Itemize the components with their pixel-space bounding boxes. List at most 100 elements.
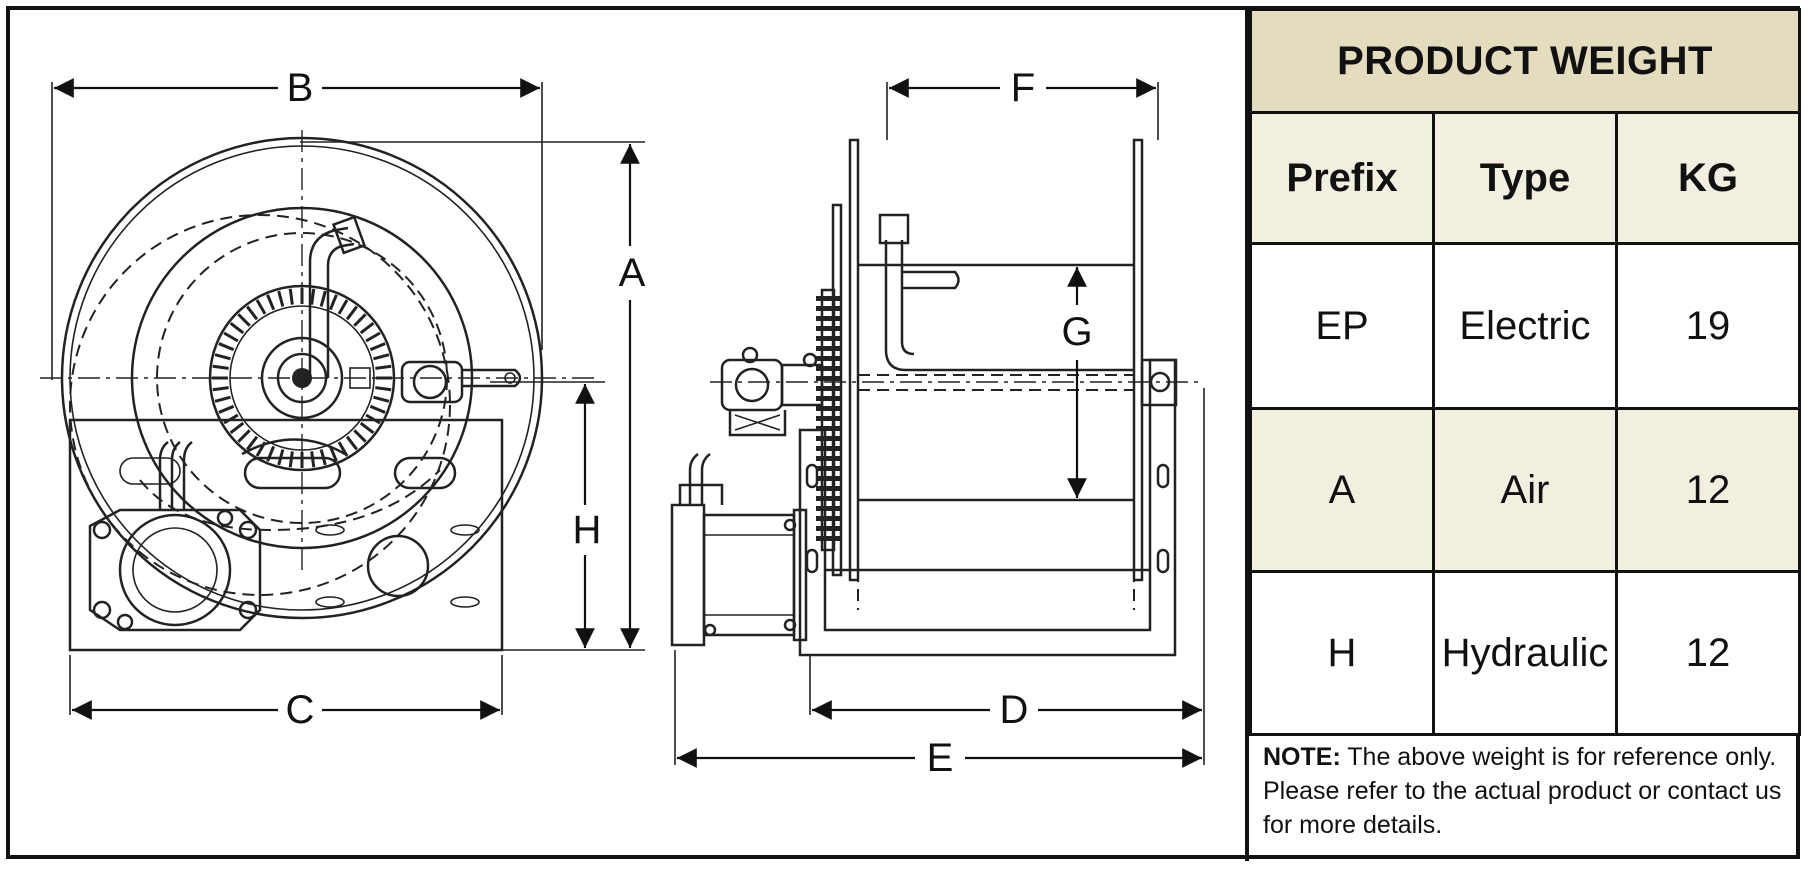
dim-label-c: C [286, 688, 315, 732]
gear-tooth [337, 299, 349, 315]
cell-kg: 12 [1615, 407, 1801, 573]
cell-kg: 12 [1615, 570, 1801, 736]
cell-prefix: EP [1249, 242, 1435, 410]
note-text: The above weight is for reference only. … [1263, 743, 1782, 839]
gear-tooth [816, 326, 840, 331]
table-row: H Hydraulic 12 [1249, 570, 1801, 736]
gear-tooth [375, 386, 392, 392]
gear-tooth [816, 416, 840, 421]
gear-tooth [816, 316, 840, 321]
dim-label-b: B [287, 66, 314, 110]
gear-tooth [816, 476, 840, 481]
gear-tooth [319, 290, 327, 307]
gear-tooth [212, 364, 229, 370]
gear-tooth [218, 404, 235, 414]
gear-tooth [345, 435, 358, 451]
dimensions: B A H C F G D E [51, 66, 1205, 780]
gear-tooth [229, 322, 245, 335]
dim-label-d: D [1000, 688, 1029, 732]
gear-tooth [816, 306, 840, 311]
gear-tooth [816, 446, 840, 451]
gear-tooth [310, 288, 316, 305]
gear-tooth [816, 516, 840, 521]
gear-tooth [816, 366, 840, 371]
gear-tooth [353, 429, 367, 443]
gear-tooth [816, 346, 840, 351]
header-kg: KG [1615, 111, 1801, 245]
gear-tooth [359, 322, 375, 335]
gear-tooth [816, 526, 840, 531]
gear-tooth [816, 496, 840, 501]
table-title: PRODUCT WEIGHT [1249, 8, 1801, 114]
gear-tooth [266, 294, 276, 311]
gear-tooth [816, 436, 840, 441]
gear-tooth [816, 356, 840, 361]
cell-prefix: H [1249, 570, 1435, 736]
gear-tooth [816, 536, 840, 541]
gear-tooth [365, 331, 381, 343]
gear-tooth [816, 296, 840, 301]
gear-tooth [816, 426, 840, 431]
gear-tooth [237, 429, 251, 443]
gear-tooth [816, 386, 840, 391]
gear-tooth [373, 395, 390, 403]
header-type: Type [1432, 111, 1618, 245]
cell-type: Electric [1432, 242, 1618, 410]
gear-tooth [223, 331, 239, 343]
front-view [40, 130, 600, 652]
gear-tooth [288, 451, 294, 468]
gear-tooth [816, 466, 840, 471]
gear-tooth [337, 441, 349, 457]
gear-tooth [328, 445, 338, 462]
dim-label-g: G [1061, 310, 1092, 354]
product-weight-table: PRODUCT WEIGHT Prefix Type KG EP Electri… [1249, 8, 1801, 736]
side-gear [816, 288, 840, 552]
gear-tooth [375, 364, 392, 370]
gear-tooth [816, 396, 840, 401]
dim-label-h: H [573, 508, 602, 552]
gear-tooth [214, 353, 231, 361]
gear-tooth [816, 376, 840, 381]
gear-tooth [237, 313, 251, 327]
table-row: EP Electric 19 [1249, 242, 1801, 410]
cell-type: Air [1432, 407, 1618, 573]
gear-tooth [255, 299, 267, 315]
gear-tooth [816, 406, 840, 411]
front-motor [88, 441, 262, 632]
side-view [670, 138, 1200, 657]
hose-reel-drawing: B A H C F G D E [40, 66, 1205, 780]
gear-tooth [328, 294, 338, 311]
side-motor [670, 453, 808, 647]
note-label: NOTE: [1263, 743, 1341, 771]
gear-tooth [212, 386, 229, 392]
cell-type: Hydraulic [1432, 570, 1618, 736]
gear-tooth [214, 395, 231, 403]
dim-label-a: A [619, 251, 646, 295]
gear-tooth [816, 336, 840, 341]
cell-prefix: A [1249, 407, 1435, 573]
gear-tooth [277, 290, 285, 307]
gear-tooth [816, 506, 840, 511]
drive-gear [208, 284, 396, 472]
table-row: A Air 12 [1249, 407, 1801, 573]
cell-kg: 19 [1615, 242, 1801, 410]
gear-tooth [229, 421, 245, 434]
gear-tooth [816, 456, 840, 461]
gear-tooth [310, 451, 316, 468]
gear-tooth [345, 305, 358, 321]
gear-tooth [373, 353, 390, 361]
gear-tooth [369, 342, 386, 352]
header-prefix: Prefix [1249, 111, 1435, 245]
weight-note: NOTE: The above weight is for reference … [1263, 740, 1793, 842]
gear-tooth [246, 305, 259, 321]
gear-tooth [246, 435, 259, 451]
gear-tooth [288, 288, 294, 305]
gear-tooth [353, 313, 367, 327]
dim-label-f: F [1011, 66, 1035, 110]
dim-label-e: E [927, 736, 954, 780]
gear-tooth [359, 421, 375, 434]
gear-tooth [369, 404, 386, 414]
worm-assembly [720, 346, 824, 437]
gear-tooth [218, 342, 235, 352]
gear-tooth [816, 486, 840, 491]
